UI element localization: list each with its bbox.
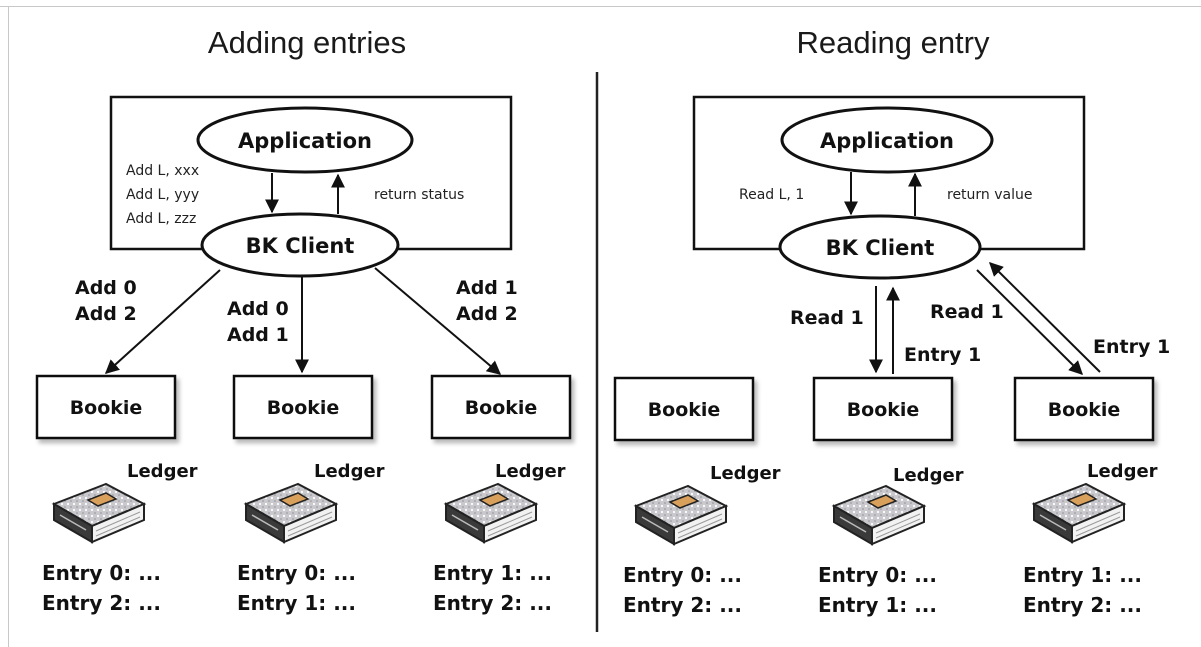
left-request-2: Add L, yyy <box>126 187 199 203</box>
left-ledger-1-book-icon <box>53 483 145 543</box>
left-bookie-2 <box>232 374 374 440</box>
top-border <box>0 6 1201 7</box>
right-application-label: Application <box>820 129 954 153</box>
right-read-arrow-bookie-3 <box>976 269 1083 375</box>
left-ledger-3-entry-1: Entry 1: ... <box>433 561 552 585</box>
left-ledger-2-entry-2: Entry 1: ... <box>237 591 356 615</box>
right-ledger-3-entry-1: Entry 1: ... <box>1023 563 1142 587</box>
right-ledger-2-book-icon <box>833 485 925 545</box>
right-ledger-2-entry-1: Entry 0: ... <box>818 563 937 587</box>
left-heading: Adding entries <box>208 25 406 60</box>
right-heading: Reading entry <box>796 25 990 60</box>
right-ledger-3-book-icon <box>1033 483 1125 543</box>
left-bk-client-node <box>200 212 400 278</box>
left-arrow-label-3a: Add 1 <box>456 277 518 299</box>
right-application-node <box>780 106 994 174</box>
left-arrow-label-1b: Add 2 <box>75 303 137 325</box>
right-ledger-3-label: Ledger <box>1087 461 1158 482</box>
right-ledger-1-book-icon <box>635 485 727 545</box>
left-arrow-bookie-1 <box>104 269 221 374</box>
right-bookie-2-label: Bookie <box>847 399 920 421</box>
right-bookie-3-label: Bookie <box>1048 399 1121 421</box>
right-bk-client-node <box>778 214 982 280</box>
left-ledger-2-entry-1: Entry 0: ... <box>237 561 356 585</box>
left-ledger-2-book-icon <box>245 483 337 543</box>
left-ledger-2-label: Ledger <box>314 461 385 482</box>
left-ledger-3-entry-2: Entry 2: ... <box>433 591 552 615</box>
left-request-3: Add L, zzz <box>126 211 196 227</box>
left-arrow-bookie-3 <box>374 267 502 375</box>
right-bookie-1 <box>613 376 755 442</box>
right-read-label-1: Read 1 <box>790 307 864 329</box>
right-entry-arrow-bookie-3 <box>989 262 1101 373</box>
left-arrow-label-3b: Add 2 <box>456 303 518 325</box>
right-bookie-1-label: Bookie <box>648 399 721 421</box>
left-ledger-3-label: Ledger <box>495 461 566 482</box>
left-border <box>8 6 9 647</box>
left-bookie-1 <box>35 374 177 440</box>
right-return-label: return value <box>947 187 1033 203</box>
right-request-label: Read L, 1 <box>739 187 804 203</box>
right-entry-label-1: Entry 1 <box>904 344 981 366</box>
right-bookie-3 <box>1013 376 1155 442</box>
left-ledger-3-book-icon <box>445 483 537 543</box>
left-ledger-1-entry-2: Entry 2: ... <box>42 591 161 615</box>
right-entry-label-2: Entry 1 <box>1093 336 1170 358</box>
right-ledger-1-entry-2: Entry 2: ... <box>623 593 742 617</box>
right-bookie-2 <box>812 376 954 442</box>
right-ledger-2-label: Ledger <box>893 465 964 486</box>
left-return-label: return status <box>374 187 464 203</box>
right-read-label-2: Read 1 <box>930 301 1004 323</box>
left-application-node <box>196 106 414 174</box>
left-bk-client-label: BK Client <box>246 234 355 258</box>
left-request-1: Add L, xxx <box>126 163 199 179</box>
left-bookie-3 <box>430 374 572 440</box>
left-arrow-label-1a: Add 0 <box>75 277 137 299</box>
right-ledger-2-entry-2: Entry 1: ... <box>818 593 937 617</box>
left-application-label: Application <box>238 129 372 153</box>
right-ledger-1-entry-1: Entry 0: ... <box>623 563 742 587</box>
left-bookie-3-label: Bookie <box>465 397 538 419</box>
left-bookie-2-label: Bookie <box>267 397 340 419</box>
right-bk-client-label: BK Client <box>826 236 935 260</box>
left-arrow-label-2a: Add 0 <box>227 298 289 320</box>
left-ledger-1-entry-1: Entry 0: ... <box>42 561 161 585</box>
left-arrow-label-2b: Add 1 <box>227 324 289 346</box>
right-ledger-1-label: Ledger <box>710 463 781 484</box>
right-ledger-3-entry-2: Entry 2: ... <box>1023 593 1142 617</box>
left-bookie-1-label: Bookie <box>70 397 143 419</box>
left-ledger-1-label: Ledger <box>127 461 198 482</box>
